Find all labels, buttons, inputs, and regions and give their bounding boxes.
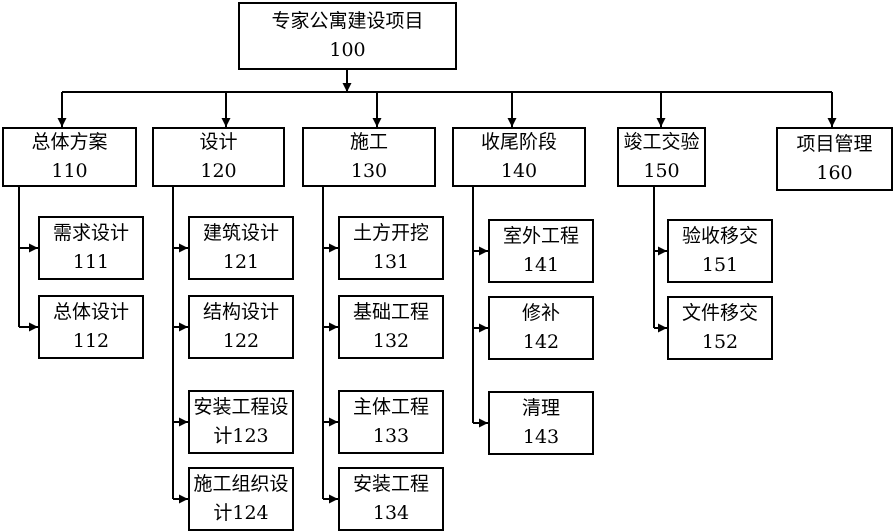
task-node-112-code: 112 (72, 330, 110, 352)
phase-node-140-code: 140 (500, 160, 538, 182)
phase-node-130-name: 施工 (349, 130, 388, 153)
task-node-134-name: 安装工程 (352, 472, 429, 495)
task-node-133-name: 主体工程 (352, 395, 429, 418)
root-node-name: 专家公寓建设项目 (271, 9, 424, 32)
task-node-132-name: 基础工程 (352, 300, 429, 323)
task-node-120-3: 施工组织设计124 (188, 467, 294, 531)
task-node-131-name: 土方开挖 (352, 221, 429, 244)
phase-node-110: 总体方案 110 (2, 127, 137, 187)
task-node-120-3-name: 施工组织设计124 (193, 472, 289, 524)
task-node-143-code: 143 (522, 426, 560, 448)
phase-node-110-code: 110 (51, 160, 88, 182)
phase-node-130-code: 130 (350, 160, 388, 182)
task-node-111-name: 需求设计 (52, 221, 129, 244)
phase-node-120-name: 设计 (199, 130, 238, 153)
task-node-142: 修补 142 (488, 296, 594, 360)
task-node-111-code: 111 (72, 251, 110, 273)
root-node-code: 100 (329, 39, 366, 61)
root-node: 专家公寓建设项目 100 (238, 2, 457, 70)
task-node-122: 结构设计 122 (188, 295, 294, 359)
task-node-122-name: 结构设计 (202, 300, 279, 323)
phase-node-140-name: 收尾阶段 (480, 130, 557, 153)
task-node-152-name: 文件移交 (681, 301, 758, 324)
phase-node-150-name: 竣工交验 (623, 130, 700, 153)
task-node-122-code: 122 (222, 330, 260, 352)
task-node-151: 验收移交 151 (667, 219, 773, 283)
task-node-132: 基础工程 132 (338, 295, 444, 359)
phase-node-150: 竣工交验 150 (617, 127, 706, 187)
task-node-121-code: 121 (222, 251, 260, 273)
task-node-151-code: 151 (701, 254, 739, 276)
phase-node-160-code: 160 (816, 162, 853, 184)
phase-node-120-code: 120 (200, 160, 237, 182)
task-node-133-code: 133 (372, 425, 410, 447)
task-node-111: 需求设计 111 (38, 216, 144, 280)
task-node-121-name: 建筑设计 (202, 221, 279, 244)
task-node-141-name: 室外工程 (502, 224, 579, 247)
task-node-141-code: 141 (522, 254, 560, 276)
task-node-133: 主体工程 133 (338, 390, 444, 454)
phase-node-160: 项目管理 160 (776, 127, 893, 191)
task-node-151-name: 验收移交 (681, 224, 758, 247)
phase-node-130: 施工 130 (302, 127, 436, 187)
phase-node-110-name: 总体方案 (31, 130, 108, 153)
phase-node-140: 收尾阶段 140 (452, 127, 586, 187)
task-node-120-2-name: 安装工程设计123 (193, 395, 289, 447)
task-node-112-name: 总体设计 (52, 300, 129, 323)
task-node-120-2: 安装工程设计123 (188, 390, 294, 454)
task-node-132-code: 132 (372, 330, 410, 352)
task-node-143-name: 清理 (521, 396, 560, 419)
task-node-134: 安装工程 134 (338, 467, 444, 531)
task-node-152-code: 152 (701, 331, 739, 353)
task-node-112: 总体设计 112 (38, 295, 144, 359)
phase-node-150-code: 150 (643, 160, 680, 182)
phase-node-120: 设计 120 (152, 127, 285, 187)
task-node-141: 室外工程 141 (488, 219, 594, 283)
task-node-131: 土方开挖 131 (338, 216, 444, 280)
task-node-142-name: 修补 (521, 301, 560, 324)
task-node-134-code: 134 (372, 502, 410, 524)
task-node-143: 清理 143 (488, 391, 594, 455)
task-node-121: 建筑设计 121 (188, 216, 294, 280)
task-node-131-code: 131 (372, 251, 410, 273)
task-node-142-code: 142 (522, 331, 560, 353)
phase-node-160-name: 项目管理 (796, 132, 873, 155)
task-node-152: 文件移交 152 (667, 296, 773, 360)
